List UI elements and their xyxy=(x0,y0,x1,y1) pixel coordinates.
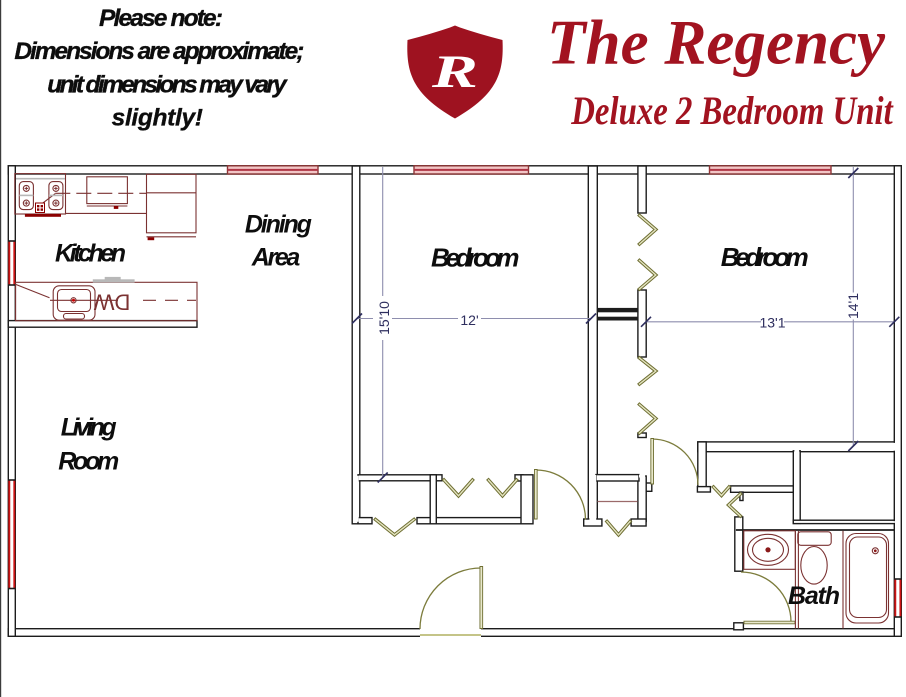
svg-text:Dining: Dining xyxy=(245,211,312,239)
svg-text:Room: Room xyxy=(58,448,119,476)
svg-text:DW: DW xyxy=(93,290,130,315)
svg-text:Please note:: Please note: xyxy=(99,5,223,32)
svg-text:Dimensions are approximate;: Dimensions are approximate; xyxy=(14,38,304,65)
svg-text:slightly!: slightly! xyxy=(112,105,203,132)
svg-text:Bedroom: Bedroom xyxy=(721,242,809,272)
svg-text:unit dimensions may vary: unit dimensions may vary xyxy=(47,71,288,98)
svg-text:Bath: Bath xyxy=(788,582,840,610)
svg-text:15'10: 15'10 xyxy=(376,301,392,335)
svg-text:12': 12' xyxy=(460,312,478,328)
svg-text:The Regency: The Regency xyxy=(547,7,886,78)
svg-text:Area: Area xyxy=(251,244,301,272)
svg-text:13'1: 13'1 xyxy=(759,314,785,330)
svg-text:Kitchen: Kitchen xyxy=(55,240,126,268)
svg-text:Living: Living xyxy=(61,414,117,442)
svg-text:R: R xyxy=(431,46,478,98)
svg-text:14'1: 14'1 xyxy=(845,293,861,319)
svg-text:Deluxe 2 Bedroom Unit: Deluxe 2 Bedroom Unit xyxy=(570,88,894,133)
svg-text:Bedroom: Bedroom xyxy=(431,243,520,273)
